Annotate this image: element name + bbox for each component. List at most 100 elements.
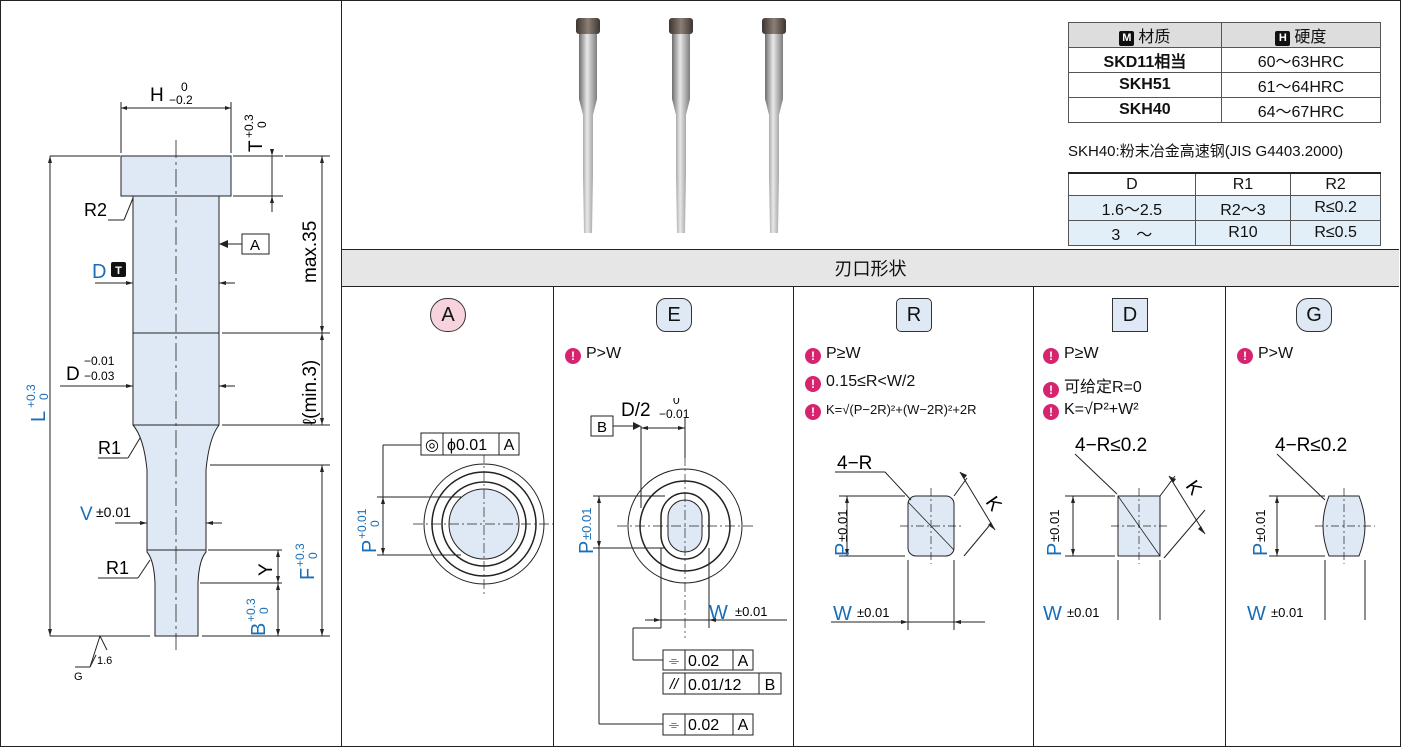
dim-d-shank: D	[66, 364, 80, 385]
coaxiality-icon: ◎	[425, 437, 439, 454]
table-row: SKH51 61～64HRC	[1068, 72, 1382, 98]
radius-cell: R≤0.2	[1290, 195, 1381, 221]
hardness-cell: 64～67HRC	[1220, 97, 1382, 123]
panel-e-p-tol: ±0.01	[579, 508, 594, 540]
hardness-cell: 61～64HRC	[1220, 72, 1382, 98]
panel-d-p-tol: ±0.01	[1047, 510, 1062, 542]
panel-e-d2: D/2	[621, 400, 651, 421]
panel-d-p: P	[1044, 543, 1066, 556]
radius-header-d: D	[1068, 172, 1196, 196]
coaxiality-value: ϕ0.01	[447, 437, 487, 454]
tol-ref-1: A	[738, 653, 749, 670]
warning-icon: !	[1043, 348, 1059, 364]
coaxiality-ref: A	[504, 437, 515, 454]
dim-t: T	[246, 140, 267, 152]
panel-e-d2-dn: −0.01	[659, 407, 690, 421]
material-cell: SKH51	[1068, 72, 1222, 98]
divider	[793, 286, 794, 747]
panel-label-a: A	[430, 298, 466, 332]
dim-h-tol-up: 0	[181, 80, 188, 94]
radius-cell: R2～3	[1194, 195, 1292, 221]
dim-f-tol-up: +0.3	[293, 543, 307, 567]
condition: !可给定R=0	[1043, 373, 1142, 398]
datum-b: B	[597, 419, 607, 436]
condition: !P≥W	[1043, 345, 1099, 364]
hardness-badge-label: T	[115, 265, 122, 277]
panel-a-drawing: ◎ ϕ0.01 A P +0.01 0	[355, 432, 553, 595]
radius-header-r2: R2	[1290, 172, 1381, 196]
dim-d-tol-up: −0.01	[84, 354, 115, 368]
material-header-label: 材质	[1138, 29, 1171, 46]
pin-photo-1	[576, 18, 600, 233]
dim-d-hardened: D	[92, 261, 106, 283]
panel-label-r: R	[896, 298, 932, 332]
dim-v-tol: ±0.01	[96, 504, 131, 520]
panel-label-e: E	[656, 298, 692, 332]
hardness-badge	[111, 262, 126, 277]
panel-r-label: 4−R	[837, 453, 872, 474]
dim-f: F	[297, 568, 319, 580]
divider	[553, 286, 554, 747]
radius-header-r1: R1	[1194, 172, 1292, 196]
panel-label-g: G	[1296, 298, 1332, 332]
pin-photo-3	[762, 18, 786, 233]
dim-b: B	[248, 623, 270, 636]
panel-r-drawing: 4−R K P ±0.01 W ±0.01	[831, 453, 1006, 630]
panel-g-label: 4−R≤0.2	[1275, 435, 1347, 456]
dim-y: Y	[256, 563, 277, 576]
product-photo	[576, 18, 786, 233]
tol-ref-3: A	[738, 717, 749, 734]
material-cell: SKD11相当	[1068, 47, 1222, 73]
panel-label-d: D	[1112, 298, 1148, 332]
panel-r-w: W	[833, 603, 852, 625]
condition: !K=√P²+W²	[1043, 401, 1139, 420]
panel-e-d2-up: 0	[673, 398, 680, 407]
dim-r2: R2	[84, 200, 107, 220]
dim-l-min: ℓ(min.3)	[300, 360, 321, 425]
panel-g-p: P	[1250, 543, 1272, 556]
warning-icon: !	[1237, 348, 1253, 364]
dim-l: L	[28, 411, 50, 422]
radius-table: D R1 R2 1.6～2.5 R2～3 R≤0.2 3 ～ R10 R≤0.5	[1068, 172, 1381, 246]
table-row: SKD11相当 60～63HRC	[1068, 47, 1382, 73]
dim-d-tol-dn: −0.03	[84, 369, 115, 383]
condition-text: P≥W	[826, 345, 861, 362]
tol-ref-2: B	[765, 677, 776, 694]
tol-value-3: 0.02	[688, 717, 719, 734]
dim-l-tol-up: +0.3	[24, 384, 38, 408]
radius-table-header: D R1 R2	[1068, 172, 1381, 196]
warning-icon: !	[1043, 404, 1059, 420]
pin-tip	[146, 549, 207, 637]
hardness-header-badge: H	[1275, 31, 1291, 46]
parallelism-icon: //	[669, 676, 680, 693]
warning-icon: !	[805, 376, 821, 392]
section-title: 刃口形状	[342, 249, 1399, 287]
condition: ! P>W	[565, 345, 621, 364]
roughness-value: 1.6	[97, 655, 112, 667]
condition: !K=√(P−2R)²+(W−2R)²+2R	[805, 402, 977, 420]
symmetry-icon: ⌯	[669, 653, 680, 668]
panel-g-p-tol: ±0.01	[1253, 510, 1268, 542]
radius-cell: 3 ～	[1068, 220, 1196, 246]
dim-h: H	[150, 85, 164, 106]
tol-value-2: 0.01/12	[688, 677, 741, 694]
panel-d-label: 4−R≤0.2	[1075, 435, 1147, 456]
panel-a-p-tol-dn: 0	[368, 520, 382, 527]
datum-a-label: A	[250, 237, 260, 254]
panel-a-p-tol-up: +0.01	[355, 508, 369, 539]
dim-l-tol-dn: 0	[37, 393, 51, 400]
panel-g-w: W	[1247, 603, 1266, 620]
warning-icon: !	[805, 348, 821, 364]
condition-text: P>W	[586, 345, 622, 362]
radius-cell: R10	[1194, 220, 1292, 246]
panel-e-w: W	[709, 602, 728, 624]
panel-a-p: P	[359, 540, 381, 553]
divider	[1225, 286, 1226, 747]
table-row: 1.6～2.5 R2～3 R≤0.2	[1068, 195, 1381, 221]
material-note: SKH40:粉末冶金高速钢(JIS G4403.2000)	[1068, 143, 1344, 160]
panel-d-w-tol: ±0.01	[1067, 605, 1099, 620]
warning-icon: !	[565, 348, 581, 364]
